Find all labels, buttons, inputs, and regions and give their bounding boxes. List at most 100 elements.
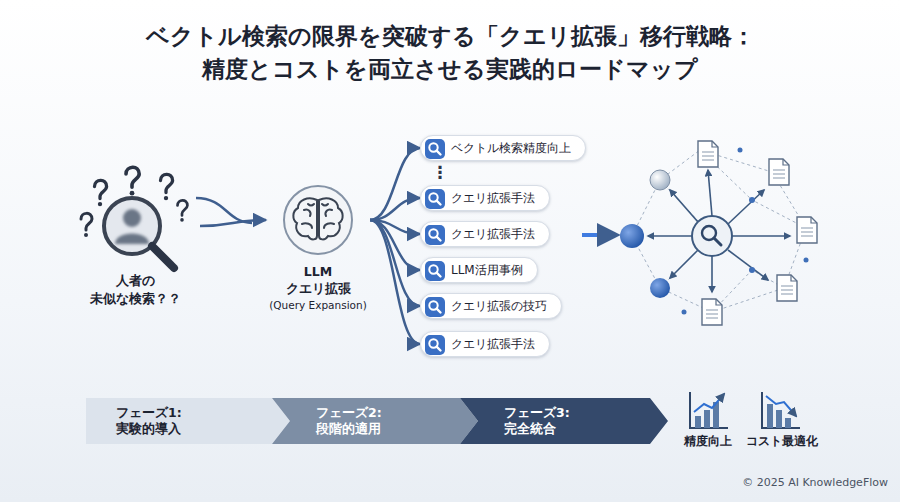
search-icon bbox=[425, 335, 445, 355]
node-label: クエリ拡張手法 bbox=[451, 192, 535, 204]
knowledge-network bbox=[632, 150, 806, 312]
search-icon bbox=[425, 297, 445, 317]
result-pill: クエリ拡張手法 bbox=[420, 185, 550, 211]
result-pill: クエリ拡張手法 bbox=[420, 331, 550, 357]
person-search-icon bbox=[70, 168, 200, 272]
connector bbox=[370, 220, 420, 344]
chart-down-icon bbox=[785, 418, 791, 428]
node-label: フェーズ3: 完全統合 bbox=[504, 405, 608, 438]
knowledge-network bbox=[660, 150, 806, 312]
knowledge-network bbox=[648, 235, 692, 237]
person-search-icon bbox=[84, 233, 88, 237]
person-search-icon bbox=[81, 213, 92, 230]
person-search-icon bbox=[126, 167, 139, 187]
knowledge-network bbox=[698, 141, 718, 167]
chart-up-icon bbox=[694, 394, 724, 412]
knowledge-network bbox=[749, 267, 755, 273]
person-search-icon bbox=[126, 167, 139, 195]
result-pill: クエリ拡張手法 bbox=[420, 221, 550, 247]
chart-down-icon bbox=[776, 410, 782, 428]
search-icon bbox=[437, 273, 441, 277]
knowledge-network bbox=[632, 150, 806, 312]
chart-up-icon bbox=[690, 392, 728, 428]
merge-curve bbox=[196, 198, 252, 223]
knowledge-network bbox=[650, 170, 670, 190]
search-icon bbox=[425, 297, 445, 317]
connector bbox=[370, 148, 420, 220]
chart-down-icon bbox=[766, 396, 796, 416]
knowledge-network bbox=[670, 190, 698, 222]
person-search-icon bbox=[178, 200, 188, 221]
person-search-icon bbox=[95, 180, 107, 206]
node-label: フェーズ1: 実験的導入 bbox=[116, 405, 220, 438]
chart-down-icon bbox=[767, 404, 773, 428]
person-search-icon bbox=[98, 202, 102, 206]
brain-icon bbox=[266, 178, 370, 264]
result-pill: ベクトル検索精度向上 bbox=[420, 135, 586, 161]
search-icon bbox=[425, 261, 445, 281]
node-sublabel: (Query Expansion) bbox=[266, 299, 370, 313]
search-icon bbox=[437, 151, 441, 155]
connector bbox=[370, 220, 420, 306]
person-search-icon bbox=[95, 180, 107, 198]
knowledge-network bbox=[648, 170, 790, 292]
llm-expansion: LLM クエリ拡張(Query Expansion) bbox=[266, 178, 370, 312]
chart-up-icon bbox=[695, 416, 701, 428]
node-label: LLM クエリ拡張 bbox=[280, 264, 356, 298]
search-icon bbox=[437, 347, 441, 351]
knowledge-network bbox=[728, 190, 764, 224]
person-search-icon bbox=[115, 234, 149, 245]
brain-icon bbox=[302, 204, 334, 228]
search-icon bbox=[425, 189, 445, 209]
brain-icon bbox=[293, 198, 342, 239]
brain-icon bbox=[284, 186, 352, 254]
knowledge-network bbox=[692, 216, 732, 256]
knowledge-network bbox=[804, 258, 809, 263]
person-search-icon bbox=[115, 209, 149, 244]
knowledge-network bbox=[670, 250, 698, 278]
knowledge-network bbox=[620, 141, 817, 325]
node-label: クエリ拡張の技巧 bbox=[451, 300, 547, 312]
search-icon bbox=[425, 225, 445, 245]
chart-down-icon bbox=[762, 392, 800, 428]
knowledge-network bbox=[777, 275, 797, 301]
person-search-icon bbox=[164, 196, 168, 200]
knowledge-network bbox=[702, 299, 722, 325]
result-arrow bbox=[582, 233, 616, 237]
chart-up-icon bbox=[690, 392, 728, 428]
result-pill: クエリ拡張の技巧 bbox=[420, 293, 562, 319]
ellipsis: ⋮ bbox=[424, 160, 456, 184]
person-search-icon bbox=[161, 174, 173, 192]
node-label: クエリ拡張手法 bbox=[451, 228, 535, 240]
person-search-icon bbox=[130, 191, 135, 196]
query-person: 人者の 未似な検索？？ bbox=[70, 168, 200, 307]
search-icon bbox=[425, 189, 445, 209]
search-icon bbox=[437, 237, 441, 241]
knowledge-network bbox=[682, 310, 687, 315]
phase-chevron: フェーズ3: 完全統合 bbox=[460, 398, 668, 444]
search-icon bbox=[425, 261, 445, 281]
benefit-label: コスト最適化 bbox=[722, 433, 842, 450]
search-icon bbox=[437, 201, 441, 205]
person-search-icon bbox=[161, 174, 173, 200]
node-label: 人者の 未似な検索？？ bbox=[76, 272, 194, 307]
node-label: ベクトル検索精度向上 bbox=[451, 142, 571, 154]
search-icon bbox=[425, 139, 445, 159]
search-icon bbox=[437, 309, 441, 313]
knowledge-network bbox=[620, 224, 644, 248]
node-label: LLM活用事例 bbox=[451, 264, 523, 276]
search-icon bbox=[425, 225, 445, 245]
person-search-icon bbox=[123, 209, 141, 227]
search-icon bbox=[425, 139, 445, 159]
knowledge-network bbox=[749, 197, 755, 203]
connector bbox=[200, 220, 266, 226]
chart-down-icon bbox=[762, 392, 800, 428]
knowledge-network bbox=[711, 256, 713, 292]
title: ベクトル検索の限界を突破する「クエリ拡張」移行戦略： 精度とコストを両立させる実… bbox=[40, 20, 860, 87]
knowledge-network bbox=[738, 148, 743, 153]
person-search-icon bbox=[81, 213, 92, 237]
knowledge-network bbox=[728, 250, 768, 280]
phase-chevron: フェーズ1: 実験的導入 bbox=[86, 398, 290, 444]
node-label: フェーズ2: 段階的適用 bbox=[316, 405, 420, 438]
knowledge-network bbox=[708, 170, 712, 216]
